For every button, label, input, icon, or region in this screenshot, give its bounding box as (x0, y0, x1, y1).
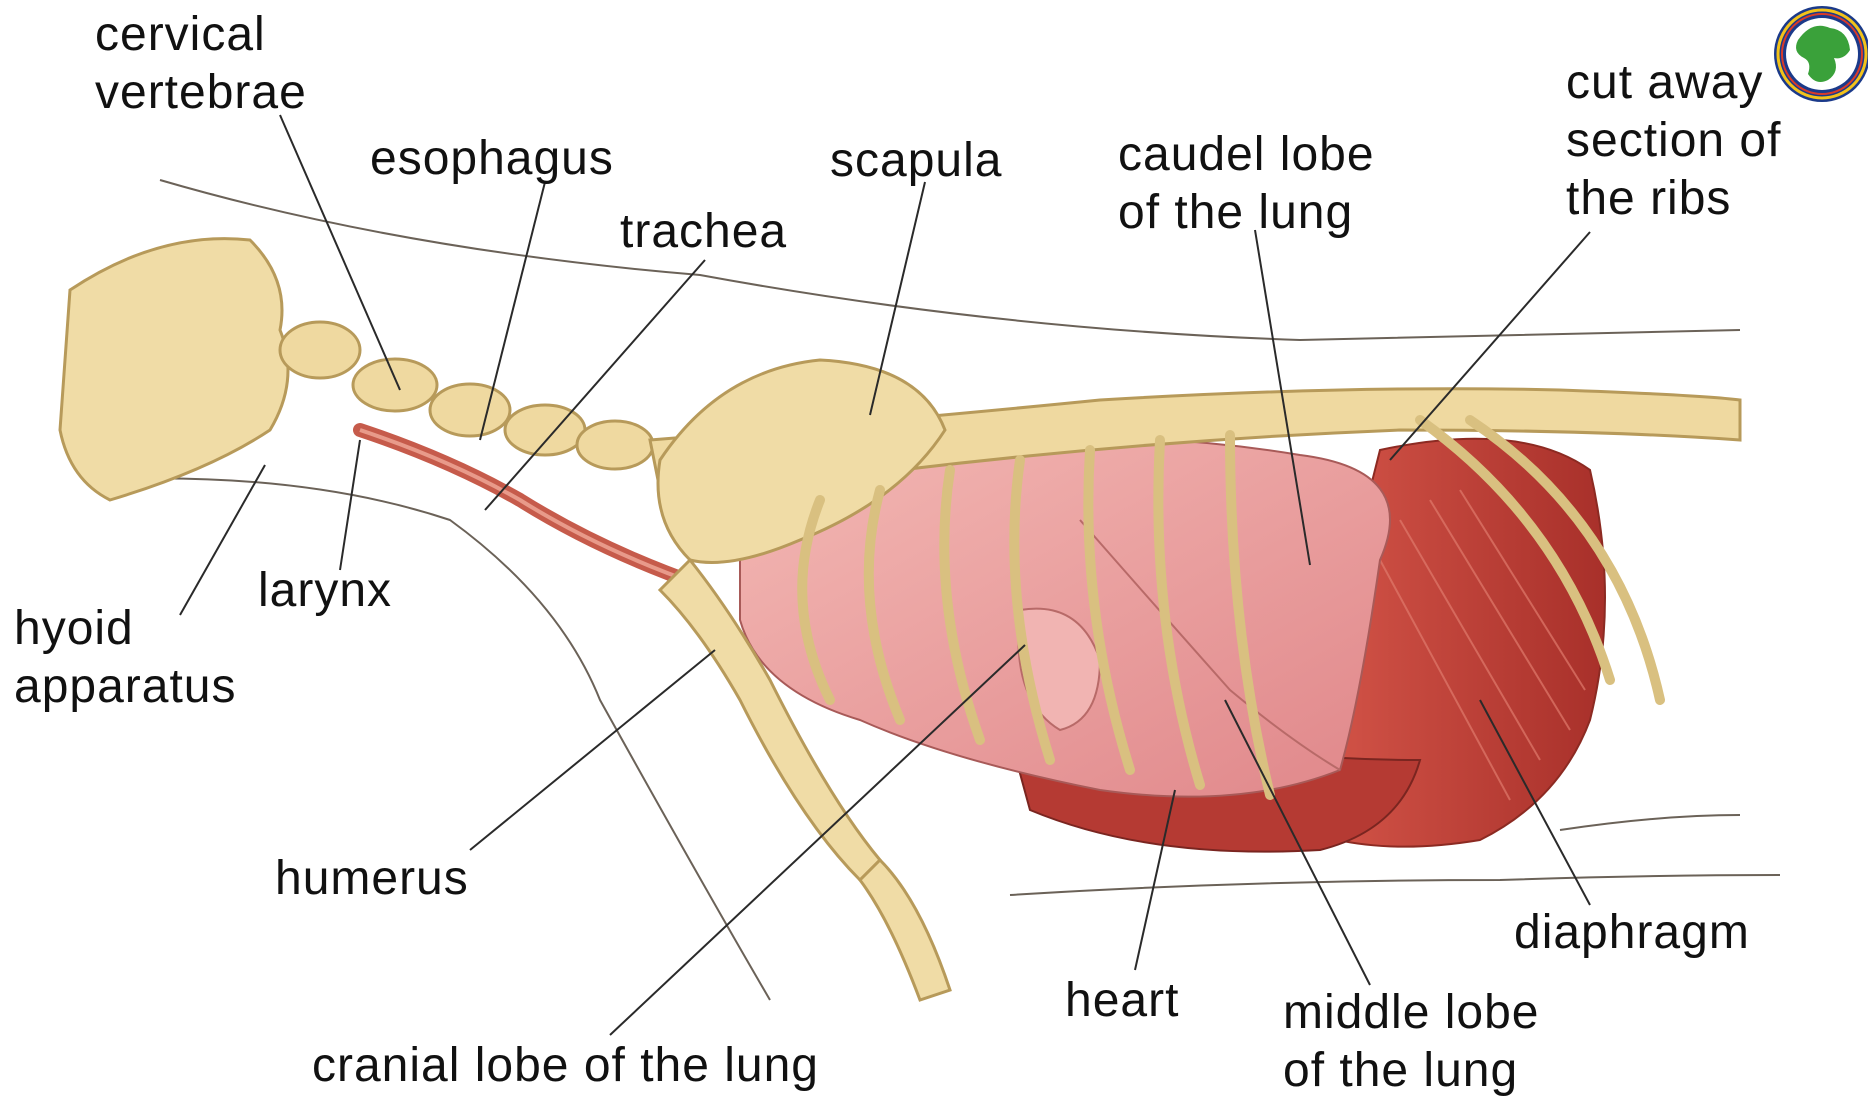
label-cut-away-ribs: cut away section of the ribs (1566, 54, 1781, 228)
leader-scapula (870, 182, 925, 415)
label-middle-lobe: middle lobe of the lung (1283, 984, 1539, 1100)
label-trachea: trachea (620, 203, 787, 261)
leader-trachea (485, 260, 705, 510)
label-cervical-vertebrae: cervical vertebrae (95, 6, 307, 122)
label-cranial-lobe: cranial lobe of the lung (312, 1037, 819, 1095)
leader-diaphragm (1480, 700, 1590, 905)
label-caudel-lobe: caudel lobe of the lung (1118, 126, 1375, 242)
municipality-seal-logo (1768, 0, 1868, 106)
leader-heart (1135, 790, 1175, 970)
leader-hyoid (180, 465, 265, 615)
leader-middle (1225, 700, 1370, 985)
label-larynx: larynx (258, 562, 392, 620)
label-hyoid-apparatus: hyoid apparatus (14, 600, 237, 716)
leader-larynx (340, 440, 360, 570)
leader-caudel (1255, 230, 1310, 565)
label-scapula: scapula (830, 132, 1002, 190)
leader-esophagus (480, 182, 545, 440)
label-esophagus: esophagus (370, 130, 614, 188)
leader-cranial (610, 645, 1025, 1035)
leader-humerus (470, 650, 715, 850)
label-heart: heart (1065, 972, 1179, 1030)
leader-cutaway (1390, 232, 1590, 460)
label-humerus: humerus (275, 850, 469, 908)
label-diaphragm: diaphragm (1514, 904, 1750, 962)
